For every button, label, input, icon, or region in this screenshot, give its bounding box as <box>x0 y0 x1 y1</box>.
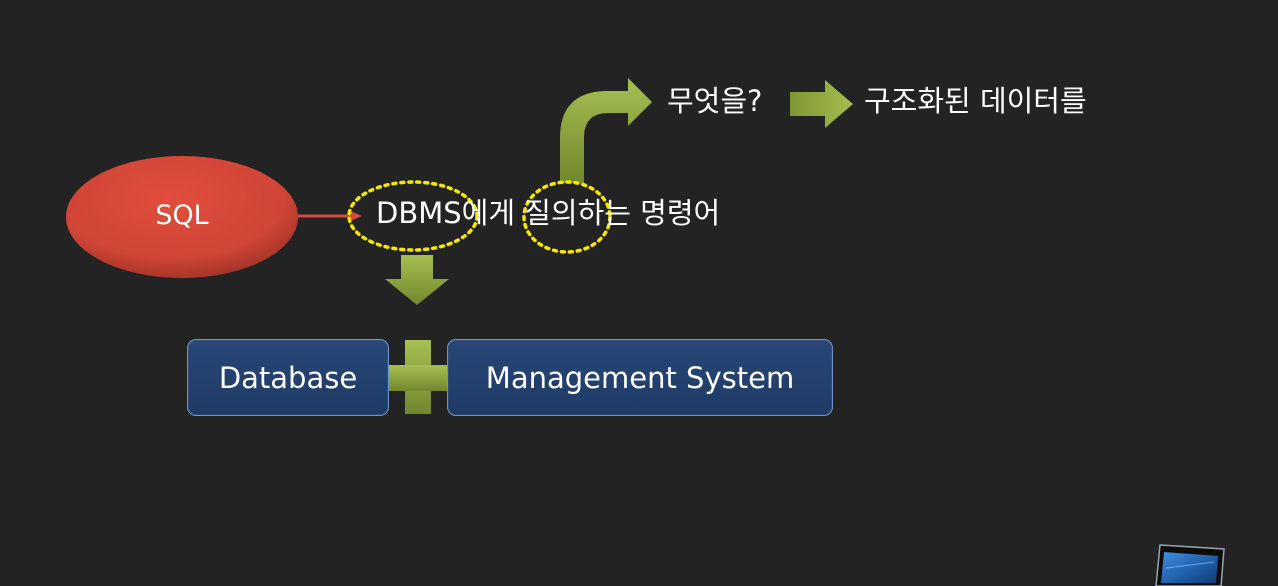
right-arrow-icon <box>790 80 853 128</box>
management-system-box: Management System <box>447 339 833 416</box>
management-system-label: Management System <box>485 360 795 395</box>
database-box: Database <box>187 339 389 416</box>
structured-data-text: 구조화된 데이터를 <box>864 84 1087 118</box>
question-text: 무엇을? <box>667 84 763 118</box>
dbms-highlight-ellipse <box>347 180 479 252</box>
curved-arrow-icon <box>560 78 652 183</box>
database-label: Database <box>218 360 358 395</box>
sql-label: SQL <box>155 200 209 231</box>
plus-icon <box>380 340 456 414</box>
window-thumbnail-icon <box>1155 544 1225 586</box>
sql-ellipse <box>66 156 298 278</box>
sql-definition-text: DBMS에게 질의하는 명령어 <box>376 196 721 230</box>
sql-connector-arrow <box>298 210 362 222</box>
query-highlight-ellipse <box>522 180 612 254</box>
down-arrow-icon <box>385 255 449 305</box>
